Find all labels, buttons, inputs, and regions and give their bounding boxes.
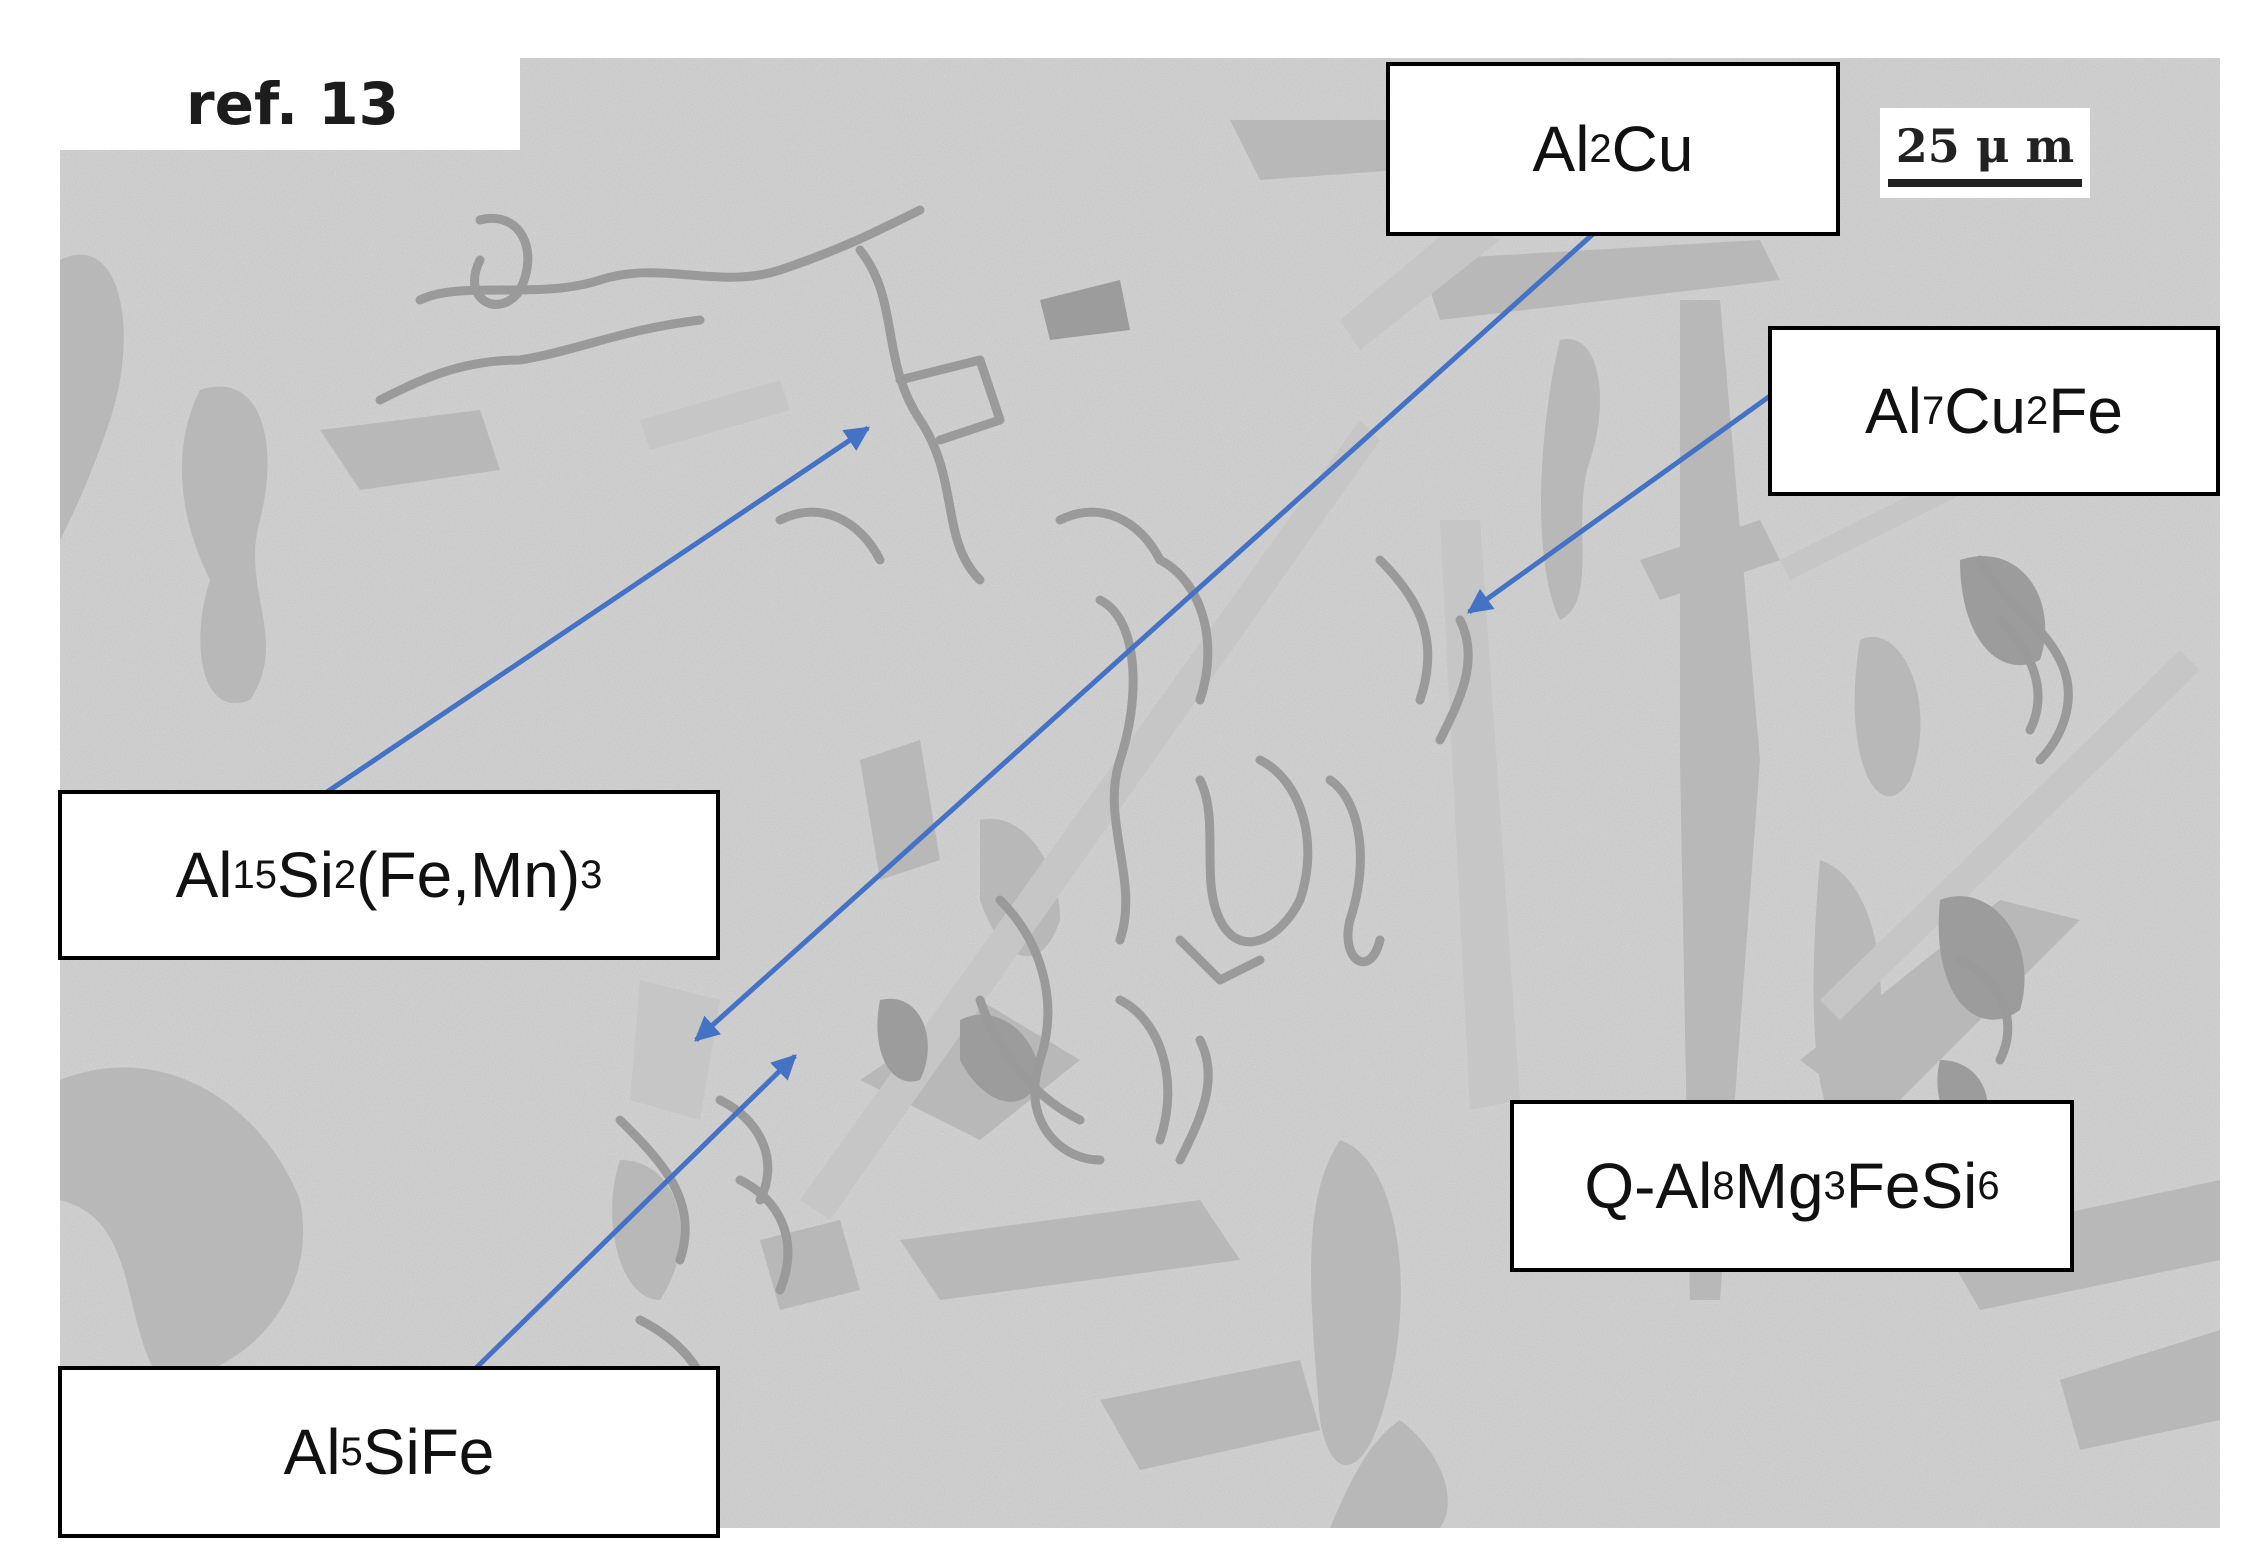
- al15si2femn3-part-4: (Fe,Mn): [356, 839, 581, 911]
- al7cu2fe-part-0: Al: [1865, 375, 1922, 447]
- arrow-al5sife: [472, 1054, 797, 1372]
- dark-gray-phases: [877, 280, 2046, 1140]
- scale-bar-text: 25 μ m: [1895, 119, 2075, 173]
- reference-label-text: ref. 13: [186, 70, 399, 138]
- q-al8mg3fesi6-part-0: Q-Al: [1584, 1150, 1713, 1222]
- scale-bar: 25 μ m: [1880, 108, 2090, 198]
- q-al8mg3fesi6-part-2: Mg: [1734, 1150, 1824, 1222]
- al5sife-part-2: SiFe: [362, 1416, 495, 1488]
- al5sife-part-0: Al: [283, 1416, 341, 1488]
- al7cu2fe-part-2: Cu: [1944, 375, 2027, 447]
- script-eutectic: [375, 205, 2073, 1425]
- al2cu-part-2: Cu: [1611, 113, 1694, 185]
- al15si2femn3-part-2: Si: [277, 839, 334, 911]
- q-al8mg3fesi6-part-4: FeSi: [1845, 1150, 1978, 1222]
- al15si2femn3-part-0: Al: [175, 839, 233, 911]
- arrow-al7cu2fe: [1466, 393, 1772, 615]
- arrow-al15si2femn3: [325, 425, 871, 795]
- annotation-arrows: [325, 232, 1772, 1372]
- scale-bar-line: [1888, 179, 2082, 187]
- al7cu2fe-part-4: Fe: [2048, 375, 2123, 447]
- reference-label: ref. 13: [60, 58, 520, 150]
- al2cu-part-0: Al: [1532, 113, 1590, 185]
- arrow-al2cu: [694, 232, 1595, 1042]
